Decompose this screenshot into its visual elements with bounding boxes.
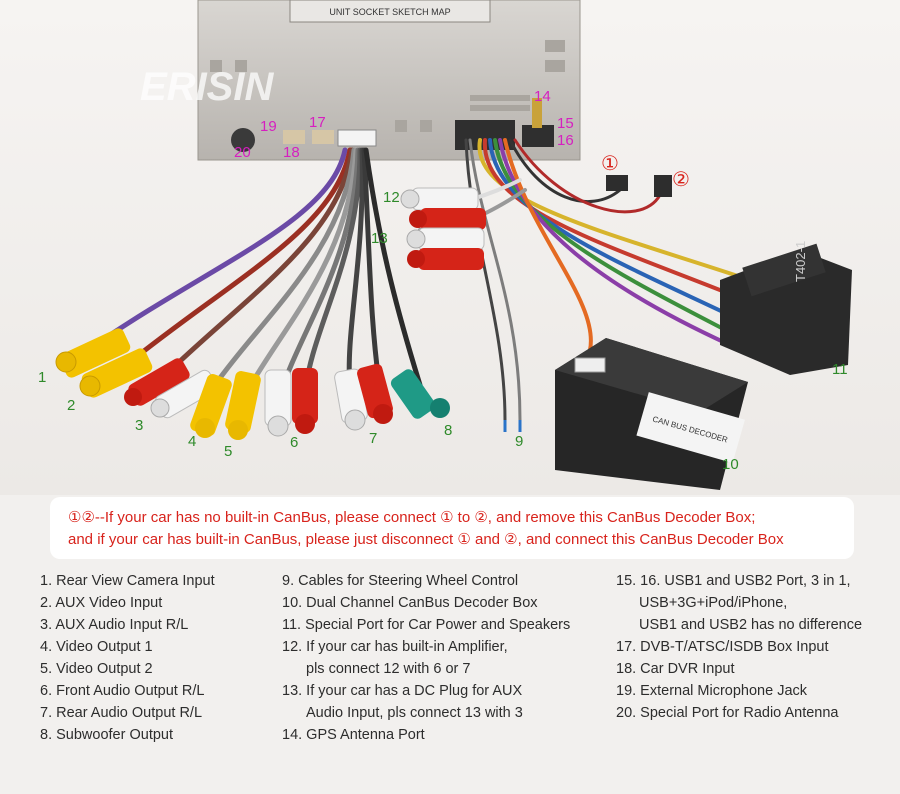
cable-bundle bbox=[92, 138, 752, 422]
legend-item: 15. 16. USB1 and USB2 Port, 3 in 1, bbox=[616, 573, 851, 589]
callout-15: 15 bbox=[557, 115, 574, 132]
canbus-note: ①②--If your car has no built-in CanBus, … bbox=[50, 497, 854, 559]
unit-socket-label: UNIT SOCKET SKETCH MAP bbox=[329, 7, 450, 17]
rca-yellow-4 bbox=[190, 374, 232, 438]
rca-yellow-5 bbox=[225, 371, 261, 440]
rca-red-6 bbox=[292, 368, 318, 434]
callout-7: 7 bbox=[369, 430, 377, 447]
callout-11: 11 bbox=[832, 361, 848, 378]
connector-circled-2 bbox=[654, 175, 672, 197]
circled-mark-1: ① bbox=[601, 151, 619, 175]
head-unit: UNIT SOCKET SKETCH MAP bbox=[197, 0, 581, 161]
legend-item: 2. AUX Video Input bbox=[40, 595, 163, 611]
legend-item: 19. External Microphone Jack bbox=[616, 683, 808, 699]
legend-item: 8. Subwoofer Output bbox=[40, 727, 173, 743]
legend-column-3: 15. 16. USB1 and USB2 Port, 3 in 1, USB+… bbox=[616, 570, 862, 724]
steering-wire-tips bbox=[503, 420, 522, 432]
callout-16: 16 bbox=[557, 132, 574, 149]
connector-label: T402-1 bbox=[793, 241, 808, 282]
rca-white-3 bbox=[150, 369, 218, 419]
callout-2: 2 bbox=[67, 397, 75, 414]
rca-yellow-1 bbox=[55, 328, 131, 378]
callout-17: 17 bbox=[309, 114, 326, 131]
legend-item: 12. If your car has built-in Amplifier, bbox=[282, 639, 508, 655]
canbus-note-line-1: ①②--If your car has no built-in CanBus, … bbox=[68, 509, 756, 526]
callout-12: 12 bbox=[383, 189, 400, 206]
callout-1: 1 bbox=[38, 369, 46, 386]
rca-yellow-2 bbox=[79, 348, 153, 398]
callout-20: 20 bbox=[234, 144, 251, 161]
callout-8: 8 bbox=[444, 422, 452, 439]
legend-item: 17. DVB-T/ATSC/ISDB Box Input bbox=[616, 639, 829, 655]
rca-green-8 bbox=[390, 369, 450, 419]
power-speaker-connector: T402-1 bbox=[720, 241, 852, 375]
legend-item: 7. Rear Audio Output R/L bbox=[40, 705, 203, 721]
callout-13: 13 bbox=[371, 230, 388, 247]
callout-5: 5 bbox=[224, 443, 232, 460]
rca-red-3 bbox=[124, 358, 190, 406]
rca-white-6 bbox=[264, 369, 292, 437]
legend-item: 1. Rear View Camera Input bbox=[40, 573, 215, 589]
rca-red-12 bbox=[409, 208, 486, 230]
legend-item-continued: USB+3G+iPod/iPhone, bbox=[639, 595, 788, 611]
legend-item: 18. Car DVR Input bbox=[616, 661, 735, 677]
rca-red-13 bbox=[407, 248, 484, 270]
legend-item-continued: pls connect 12 with 6 or 7 bbox=[306, 661, 471, 677]
legend-item: 3. AUX Audio Input R/L bbox=[40, 617, 189, 633]
callout-3: 3 bbox=[135, 417, 143, 434]
rca-plugs bbox=[55, 187, 486, 440]
callout-14: 14 bbox=[534, 88, 551, 105]
rca-white-7 bbox=[334, 368, 368, 431]
callout-4: 4 bbox=[188, 433, 196, 450]
legend-item: 11. Special Port for Car Power and Speak… bbox=[282, 617, 571, 633]
callout-18: 18 bbox=[283, 144, 300, 161]
legend-item: 5. Video Output 2 bbox=[40, 661, 153, 677]
canbus-note-line-2: and if your car has built-in CanBus, ple… bbox=[68, 531, 784, 548]
callout-19: 19 bbox=[260, 118, 277, 135]
brand-watermark: ERISIN bbox=[140, 65, 274, 109]
callout-numbers: 1 2 3 4 5 6 7 8 9 10 11 12 13 14 15 16 1… bbox=[38, 88, 848, 473]
legend-item-continued: Audio Input, pls connect 13 with 3 bbox=[306, 705, 523, 721]
callout-10: 10 bbox=[722, 456, 739, 473]
legend-item-continued: USB1 and USB2 has no difference bbox=[639, 617, 863, 633]
legend-item: 13. If your car has a DC Plug for AUX bbox=[282, 683, 523, 699]
circled-mark-2: ② bbox=[672, 167, 690, 191]
rca-red-7 bbox=[357, 363, 393, 424]
callout-6: 6 bbox=[290, 434, 298, 451]
connector-circled-1 bbox=[606, 175, 628, 191]
legend-item: 9. Cables for Steering Wheel Control bbox=[282, 573, 519, 589]
legend-item: 10. Dual Channel CanBus Decoder Box bbox=[282, 595, 538, 611]
legend-column-1: 1. Rear View Camera Input 2. AUX Video I… bbox=[40, 570, 215, 746]
legend-item: 20. Special Port for Radio Antenna bbox=[616, 705, 839, 721]
rca-white-12 bbox=[400, 187, 479, 211]
wiring-harness-photo: UNIT SOCKET SKETCH MAP ERISIN bbox=[0, 0, 900, 495]
legend-item: 4. Video Output 1 bbox=[40, 639, 153, 655]
callout-9: 9 bbox=[515, 433, 523, 450]
rca-white-13 bbox=[406, 227, 485, 251]
legend-item: 14. GPS Antenna Port bbox=[282, 727, 425, 743]
legend-column-2: 9. Cables for Steering Wheel Control 10.… bbox=[282, 570, 570, 746]
canbus-decoder-box: CAN BUS DECODER bbox=[555, 338, 748, 490]
legend-item: 6. Front Audio Output R/L bbox=[40, 683, 205, 699]
